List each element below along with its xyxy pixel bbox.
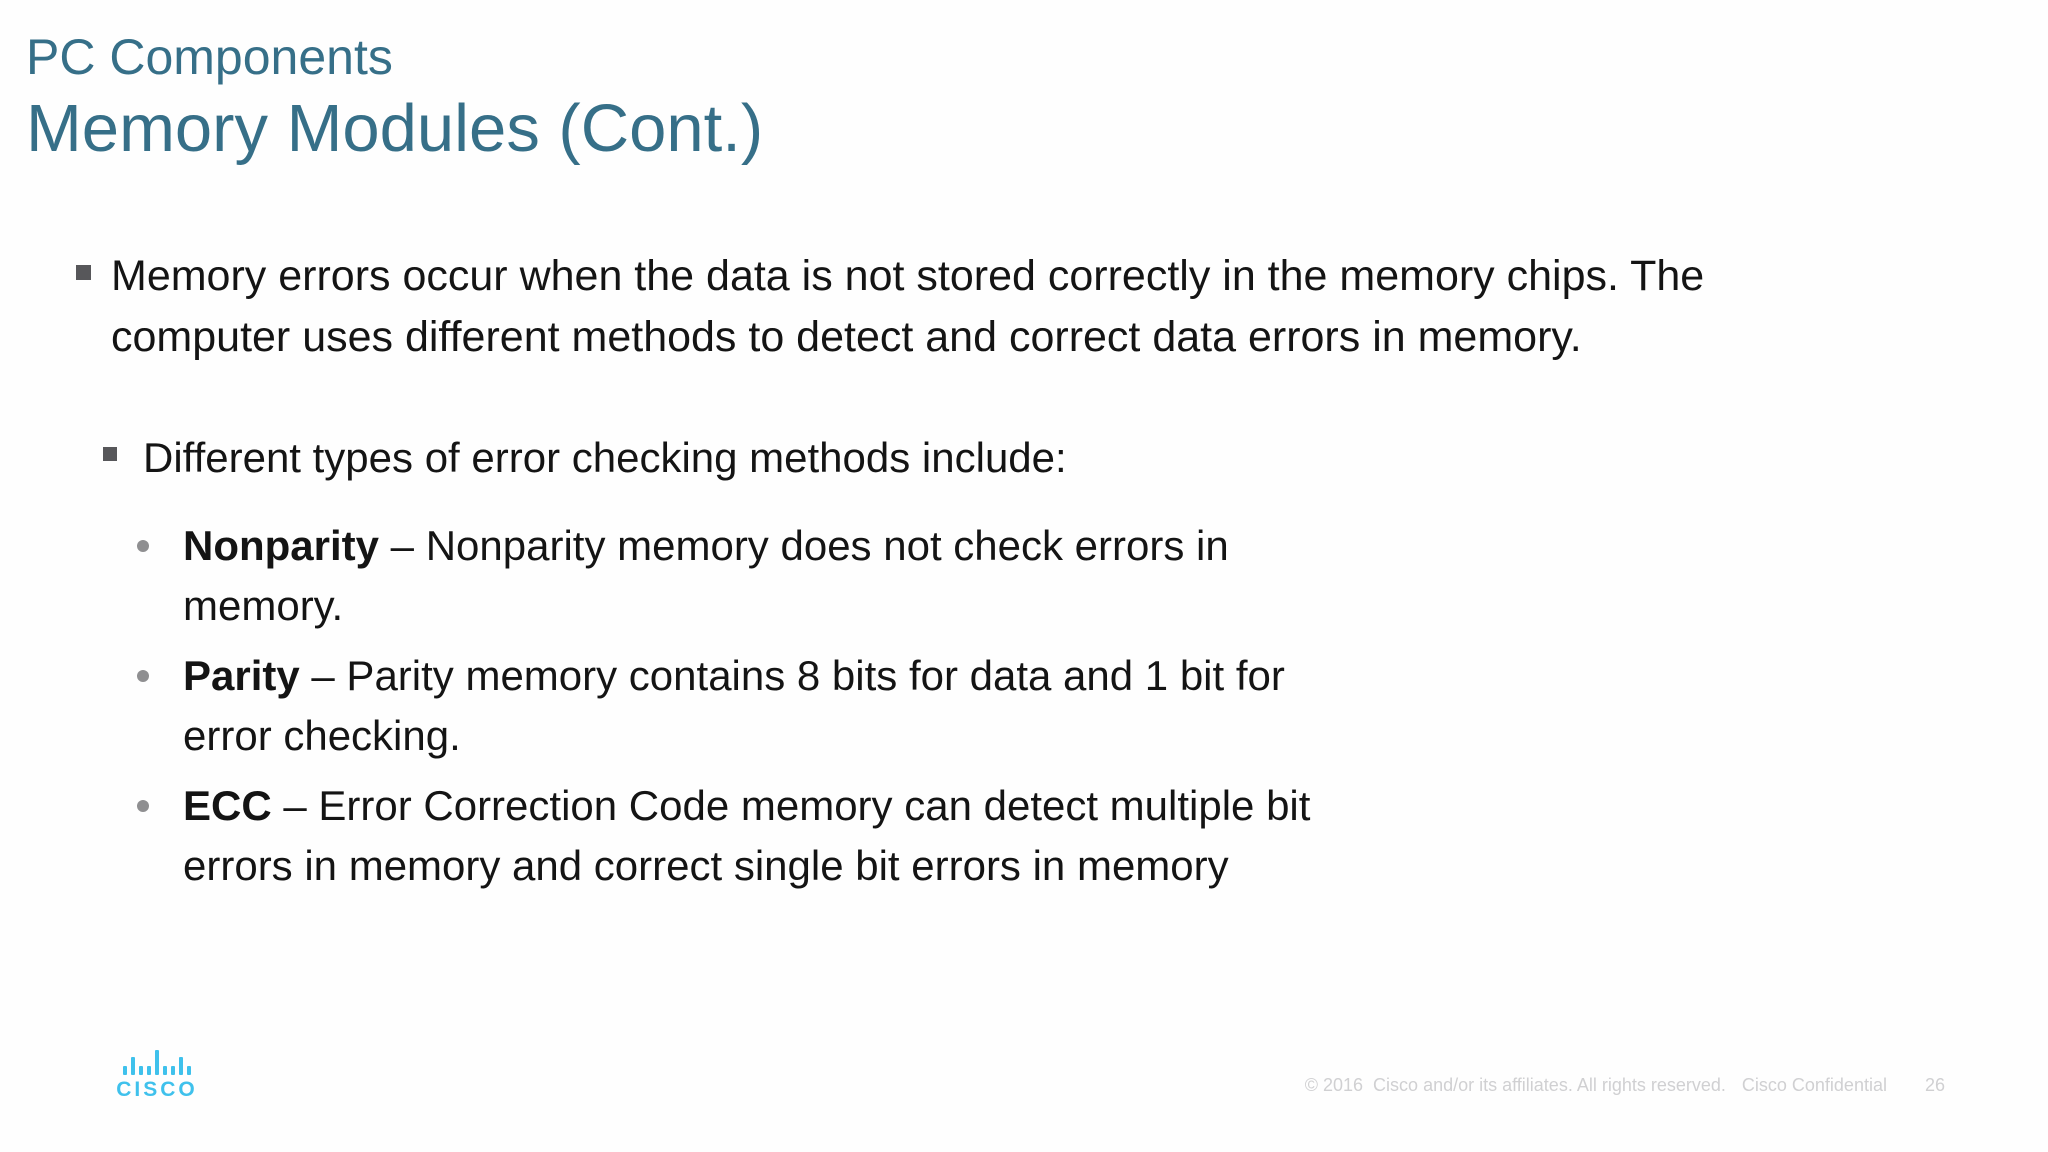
slide-header: PC Components Memory Modules (Cont.) [26, 28, 763, 170]
cisco-bridge-icon [112, 1050, 202, 1075]
copyright-text: © 2016 Cisco and/or its affiliates. All … [1304, 1075, 1726, 1095]
term-parity: Parity [183, 652, 300, 699]
list-item: Nonparity – Nonparity memory does not ch… [137, 516, 2048, 636]
page-number: 26 [1924, 1075, 1945, 1095]
term-nonparity-description: – Nonparity memory does not check errors… [183, 522, 1229, 629]
list-item-text: ECC – Error Correction Code memory can d… [183, 776, 1310, 896]
term-ecc: ECC [183, 782, 272, 829]
bullet-level1: Memory errors occur when the data is not… [76, 246, 2048, 368]
round-bullet-icon [137, 800, 149, 812]
list-item-text: Parity – Parity memory contains 8 bits f… [183, 646, 1285, 766]
round-bullet-icon [137, 670, 149, 682]
cisco-logo: CISCO [112, 1050, 202, 1102]
round-bullet-icon [137, 540, 149, 552]
list-item: ECC – Error Correction Code memory can d… [137, 776, 2048, 896]
cisco-logo-text: CISCO [116, 1078, 198, 1101]
list-item: Parity – Parity memory contains 8 bits f… [137, 646, 2048, 766]
term-ecc-description: – Error Correction Code memory can detec… [183, 782, 1311, 889]
bullet-level1-text: Memory errors occur when the data is not… [111, 252, 1705, 361]
slide-title: Memory Modules (Cont.) [26, 91, 764, 166]
slide-body: Memory errors occur when the data is not… [0, 246, 2048, 896]
square-bullet-icon [76, 265, 91, 280]
list-item-text: Nonparity – Nonparity memory does not ch… [183, 516, 1229, 636]
bullet-level2-text: Different types of error checking method… [143, 434, 1067, 481]
bullet-level3-list: Nonparity – Nonparity memory does not ch… [0, 516, 2048, 896]
bullet-level2: Different types of error checking method… [103, 428, 2048, 488]
square-bullet-icon [103, 447, 117, 461]
slide-section-title: PC Components [26, 29, 393, 85]
slide-footer: © 2016 Cisco and/or its affiliates. All … [1305, 1075, 1945, 1096]
term-parity-description: – Parity memory contains 8 bits for data… [183, 652, 1285, 759]
confidential-label: Cisco Confidential [1741, 1075, 1887, 1095]
term-nonparity: Nonparity [183, 522, 380, 569]
